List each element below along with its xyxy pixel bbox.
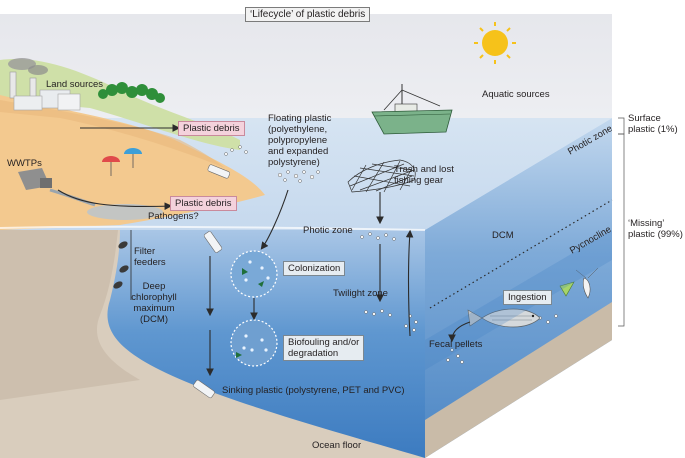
wwtps-label: WWTPs [7, 158, 42, 169]
plastic-debris-box-2: Plastic debris [170, 196, 237, 211]
zooplankton-icon [559, 267, 599, 299]
bottle-icon [207, 164, 231, 179]
biofouling-box: Biofouling and/or degradation [283, 335, 365, 361]
dcm-label: Deep chlorophyll maximum (DCM) [131, 281, 177, 325]
floating-plastic-label: Floating plastic (polyethylene, polyprop… [268, 113, 332, 168]
mussel-icon [113, 241, 129, 289]
missing-plastic-label: ‘Missing’ plastic (99%) [628, 218, 683, 240]
ingestion-box: Ingestion [503, 290, 552, 305]
umbrella-icon [102, 148, 142, 176]
plastic-debris-box-1: Plastic debris [178, 121, 245, 136]
twilight-zone-label: Twilight zone [333, 288, 388, 299]
fishing-net-icon [347, 159, 416, 193]
pathogens-label: Pathogens? [148, 211, 199, 222]
sinking-plastic-label: Sinking plastic (polystyrene, PET and PV… [222, 385, 405, 396]
land-sources-label: Land sources [46, 79, 104, 90]
dcm-side-label: DCM [492, 230, 514, 241]
sun-icon [474, 22, 516, 64]
fecal-pellets-label: Fecal pellets [429, 339, 483, 350]
colonization-box: Colonization [283, 261, 346, 276]
boat-icon [371, 84, 453, 135]
filter-feeders-label: Filter feeders [134, 246, 166, 268]
trash-label: Trash and lost fishing gear [394, 164, 454, 186]
aquatic-sources-label: Aquatic sources [482, 89, 550, 100]
surface-plastic-label: Surface plastic (1%) [628, 113, 678, 135]
bottle-icon [193, 231, 223, 399]
diagram-title: ‘Lifecycle’ of plastic debris [245, 7, 371, 22]
ocean-floor-label: Ocean floor [312, 440, 362, 451]
factory-icon [8, 58, 81, 111]
photic-zone-front-label: Photic zone [303, 225, 353, 236]
trees-icon [98, 82, 165, 103]
fish-icon [467, 308, 541, 328]
